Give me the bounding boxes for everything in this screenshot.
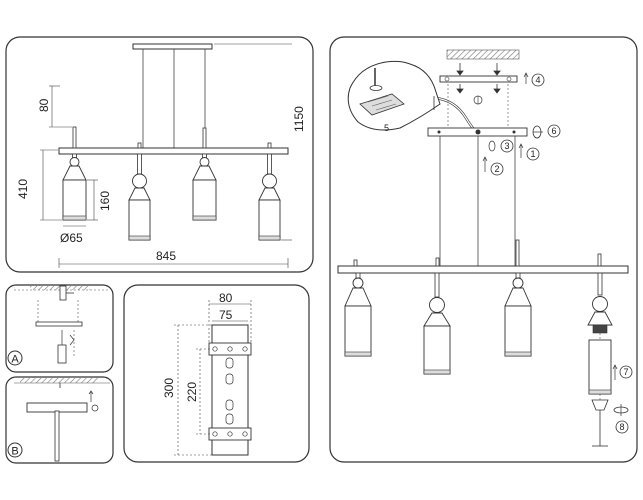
dim-plate-height-label: 300 — [162, 378, 176, 398]
lamp-3 — [192, 153, 217, 221]
step-4-label: 4 — [535, 75, 540, 85]
panel-a-label: A — [11, 354, 19, 366]
zoom-callout: 5 — [347, 60, 441, 133]
dim-drop — [40, 149, 62, 221]
step-2-label: 2 — [494, 164, 499, 174]
panel-installation: 4 6 3 1 2 — [329, 36, 638, 463]
lamp-1 — [62, 153, 87, 221]
dim-outer-width-label: 80 — [219, 291, 233, 305]
dim-top-rod — [49, 85, 72, 128]
install-lamp-4 — [587, 272, 613, 447]
panel-b-mounting: B — [5, 376, 114, 464]
lamp-4 — [258, 153, 281, 241]
panel-b-label: B — [11, 446, 18, 458]
dim-shade-diameter-label: Ø65 — [60, 231, 83, 245]
dim-inner-width-label: 75 — [219, 308, 233, 322]
step-1-label: 1 — [530, 149, 535, 159]
step-3-label: 3 — [504, 141, 509, 151]
step-8-label: 8 — [619, 422, 624, 432]
install-lamp-3 — [504, 272, 532, 357]
dim-shade-height — [87, 179, 98, 221]
dim-shade-height-label: 160 — [98, 191, 112, 211]
panel-mounting-plate: 80 75 300 220 — [123, 284, 310, 463]
install-lamp-2 — [423, 272, 451, 375]
dim-width — [58, 258, 289, 268]
dim-total-height — [214, 43, 292, 241]
step-5-label: 5 — [384, 123, 389, 133]
step-7-label: 7 — [623, 367, 628, 377]
dim-hole-spacing-label: 220 — [185, 382, 199, 402]
dim-total-height-label: 1150 — [292, 106, 306, 132]
lamp-2 — [128, 153, 151, 241]
panel-main-dimensions: 80 410 160 Ø65 845 — [5, 36, 314, 273]
dim-width-label: 845 — [156, 249, 176, 263]
install-lamp-1 — [344, 272, 372, 357]
dim-top-rod-label: 80 — [37, 98, 51, 112]
step-6-label: 6 — [551, 126, 556, 136]
dim-drop-label: 410 — [16, 179, 30, 199]
panel-a-mounting: A — [5, 284, 114, 373]
